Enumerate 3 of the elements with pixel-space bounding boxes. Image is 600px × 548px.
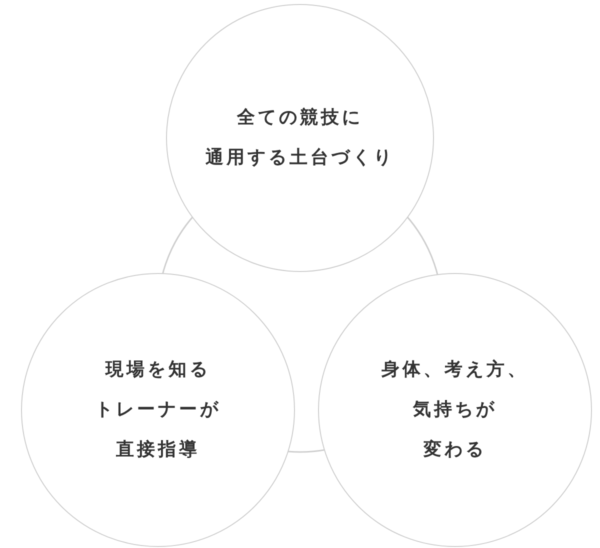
circle-text: 現場を知るトレーナーが直接指導	[95, 358, 221, 462]
circle-text: 全ての競技に通用する土台づくり	[206, 106, 394, 170]
circle-text: 身体、考え方、気持ちが変わる	[382, 358, 528, 462]
